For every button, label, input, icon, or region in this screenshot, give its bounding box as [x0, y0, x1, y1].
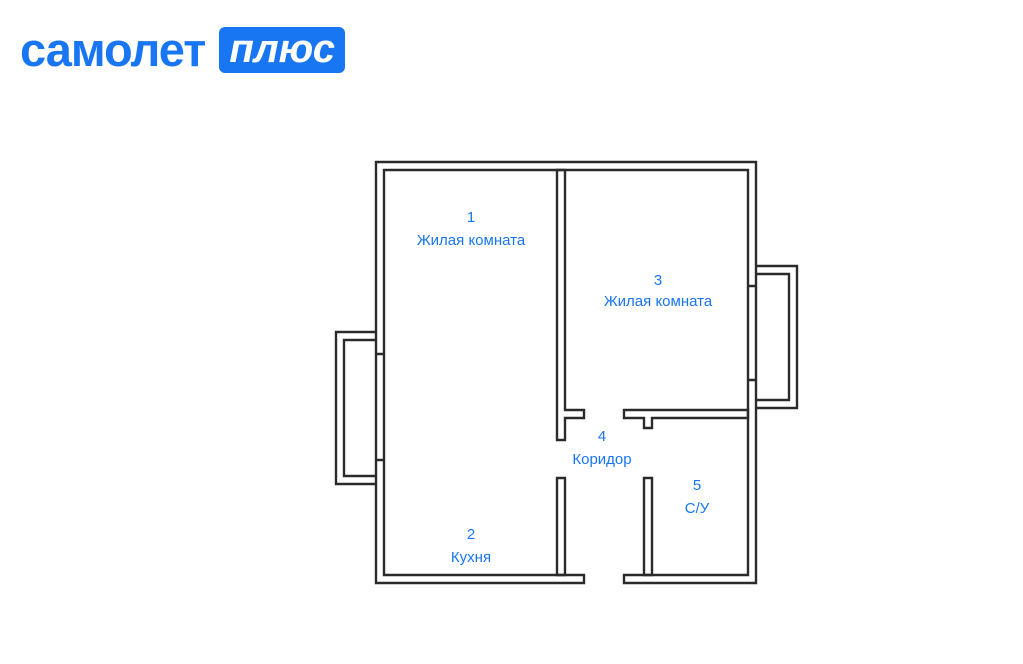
balcony-right-window: [748, 284, 756, 382]
room-number: 5: [693, 477, 701, 494]
room-name: Кухня: [451, 549, 491, 566]
outer-wall: [374, 160, 758, 585]
room-1-label: 1 Жилая комната: [417, 209, 526, 249]
room-number: 4: [598, 428, 606, 445]
room-name: Жилая комната: [604, 293, 713, 310]
partition-wall-room3: [622, 408, 750, 430]
room-4-label: 4 Коридор: [572, 428, 631, 468]
room-name: Жилая комната: [417, 232, 526, 249]
brand-logo: самолет плюс: [20, 26, 345, 73]
partition-wall-bathroom: [642, 476, 654, 577]
room-name: Коридор: [572, 451, 631, 468]
room-name: С/У: [685, 500, 710, 517]
room-number: 3: [654, 272, 662, 289]
brand-badge: плюс: [219, 26, 345, 73]
room-2-label: 2 Кухня: [451, 526, 491, 566]
partition-wall-kitchen: [555, 476, 567, 577]
brand-wordmark: самолет: [20, 23, 206, 76]
balcony-left-window: [376, 352, 384, 462]
partition-wall-left: [555, 168, 586, 442]
balcony-left: [334, 330, 376, 486]
room-5-label: 5 С/У: [685, 477, 710, 517]
room-3-label: 3 Жилая комната: [604, 272, 713, 310]
room-number: 2: [467, 526, 475, 543]
room-number: 1: [467, 209, 475, 226]
plan-walls: [334, 160, 799, 585]
balcony-right: [756, 264, 799, 410]
